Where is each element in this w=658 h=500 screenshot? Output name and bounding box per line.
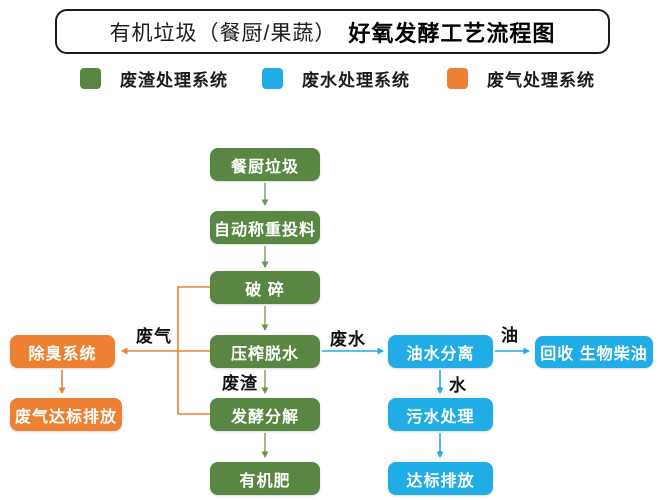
legend-item-wastegas-system: 废气处理系统 <box>447 66 595 91</box>
node-waste-gas-standard-discharge: 废气达标排放 <box>10 398 122 431</box>
legend-item-wastewater-system: 废水处理系统 <box>262 66 410 91</box>
legend-label-wastegas: 废气处理系统 <box>487 71 595 90</box>
legend-label-residue: 废渣处理系统 <box>120 71 228 90</box>
node-auto-weighing-feed: 自动称重投料 <box>210 211 320 244</box>
edge-label-oil: 油 <box>501 326 519 345</box>
legend-item-residue-system: 废渣处理系统 <box>80 66 228 91</box>
node-deodorization-system: 除臭系统 <box>10 335 115 368</box>
node-press-dewatering: 压榨脱水 <box>210 335 320 368</box>
node-organic-fertilizer: 有机肥 <box>210 462 320 495</box>
node-fermentation-decomposition: 发酵分解 <box>210 398 320 431</box>
node-oil-water-separation: 油水分离 <box>388 335 493 368</box>
blue-swatch-icon <box>262 68 283 89</box>
diagram-title-box: 有机垃圾（餐厨/果蔬） 好氧发酵工艺流程图 <box>55 9 610 54</box>
edge-label-waste-gas: 废气 <box>136 327 172 346</box>
edge-label-water: 水 <box>449 376 467 395</box>
diagram-title-bold: 好氧发酵工艺流程图 <box>348 20 556 46</box>
green-swatch-icon <box>80 68 101 89</box>
node-sewage-treatment: 污水处理 <box>388 398 493 431</box>
edge-label-waste-water: 废水 <box>330 330 366 349</box>
legend-label-wastewater: 废水处理系统 <box>302 71 410 90</box>
node-kitchen-waste: 餐厨垃圾 <box>210 148 320 181</box>
orange-swatch-icon <box>447 68 468 89</box>
node-biodiesel-recycling: 回收 生物柴油 <box>535 336 653 368</box>
node-standard-discharge: 达标排放 <box>388 462 493 495</box>
node-crushing: 破 碎 <box>210 271 320 304</box>
edge-label-waste-residue: 废渣 <box>222 374 258 393</box>
diagram-title-normal: 有机垃圾（餐厨/果蔬） <box>109 21 337 45</box>
